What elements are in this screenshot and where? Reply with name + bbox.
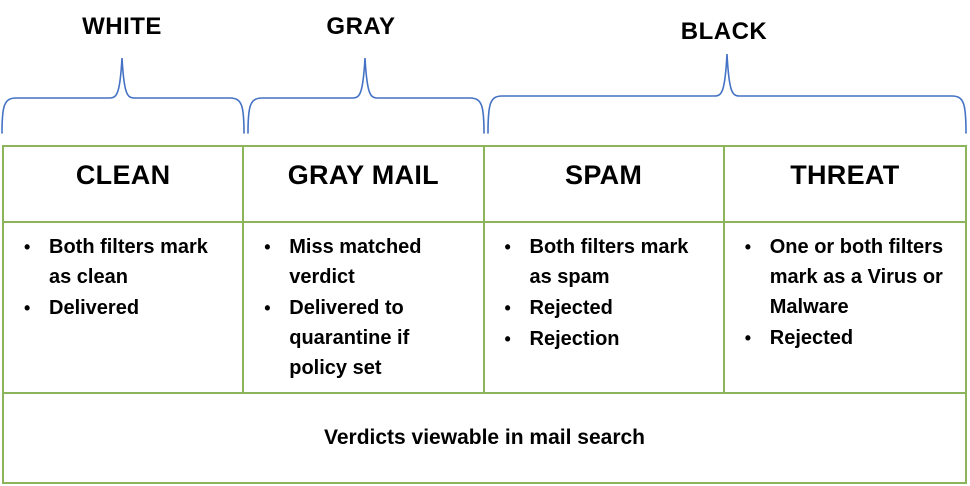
brace-graphics [1, 53, 967, 134]
group-label-gray: GRAY [326, 13, 396, 40]
table-footer-note: Verdicts viewable in mail search [324, 426, 645, 449]
black-brace [487, 53, 967, 134]
gray-brace [247, 57, 485, 134]
bullet-item: Both filters mark as spam [503, 232, 709, 292]
column-header-threat: THREAT [724, 147, 965, 223]
bullet-list: Both filters mark as spam Rejected Rejec… [485, 223, 723, 354]
bullet-list: Both filters mark as clean Delivered [4, 223, 242, 323]
bullet-item: Rejection [503, 324, 709, 354]
column-header-clean: CLEAN [4, 147, 245, 223]
bullet-item: Rejected [743, 323, 951, 353]
bullet-item: Delivered [22, 293, 228, 323]
bullet-list: Miss matched verdict Delivered to quaran… [244, 223, 482, 383]
bullet-item: Miss matched verdict [262, 232, 468, 292]
column-body-threat: One or both filters mark as a Virus or M… [724, 223, 965, 394]
verdict-table: CLEAN GRAY MAIL SPAM THREAT Both filters… [2, 145, 967, 484]
white-brace [1, 57, 245, 134]
column-header-graymail: GRAY MAIL [244, 147, 485, 223]
bullet-item: Both filters mark as clean [22, 232, 228, 292]
bullet-list: One or both filters mark as a Virus or M… [725, 223, 965, 353]
bullet-item: Rejected [503, 293, 709, 323]
bullet-item: Delivered to quarantine if policy set [262, 293, 468, 383]
column-body-spam: Both filters mark as spam Rejected Rejec… [484, 223, 725, 394]
column-header-spam: SPAM [484, 147, 725, 223]
column-body-graymail: Miss matched verdict Delivered to quaran… [244, 223, 485, 394]
column-body-clean: Both filters mark as clean Delivered [4, 223, 245, 394]
group-label-black: BLACK [680, 18, 768, 45]
group-label-white: WHITE [82, 13, 162, 40]
bullet-item: One or both filters mark as a Virus or M… [743, 232, 951, 322]
